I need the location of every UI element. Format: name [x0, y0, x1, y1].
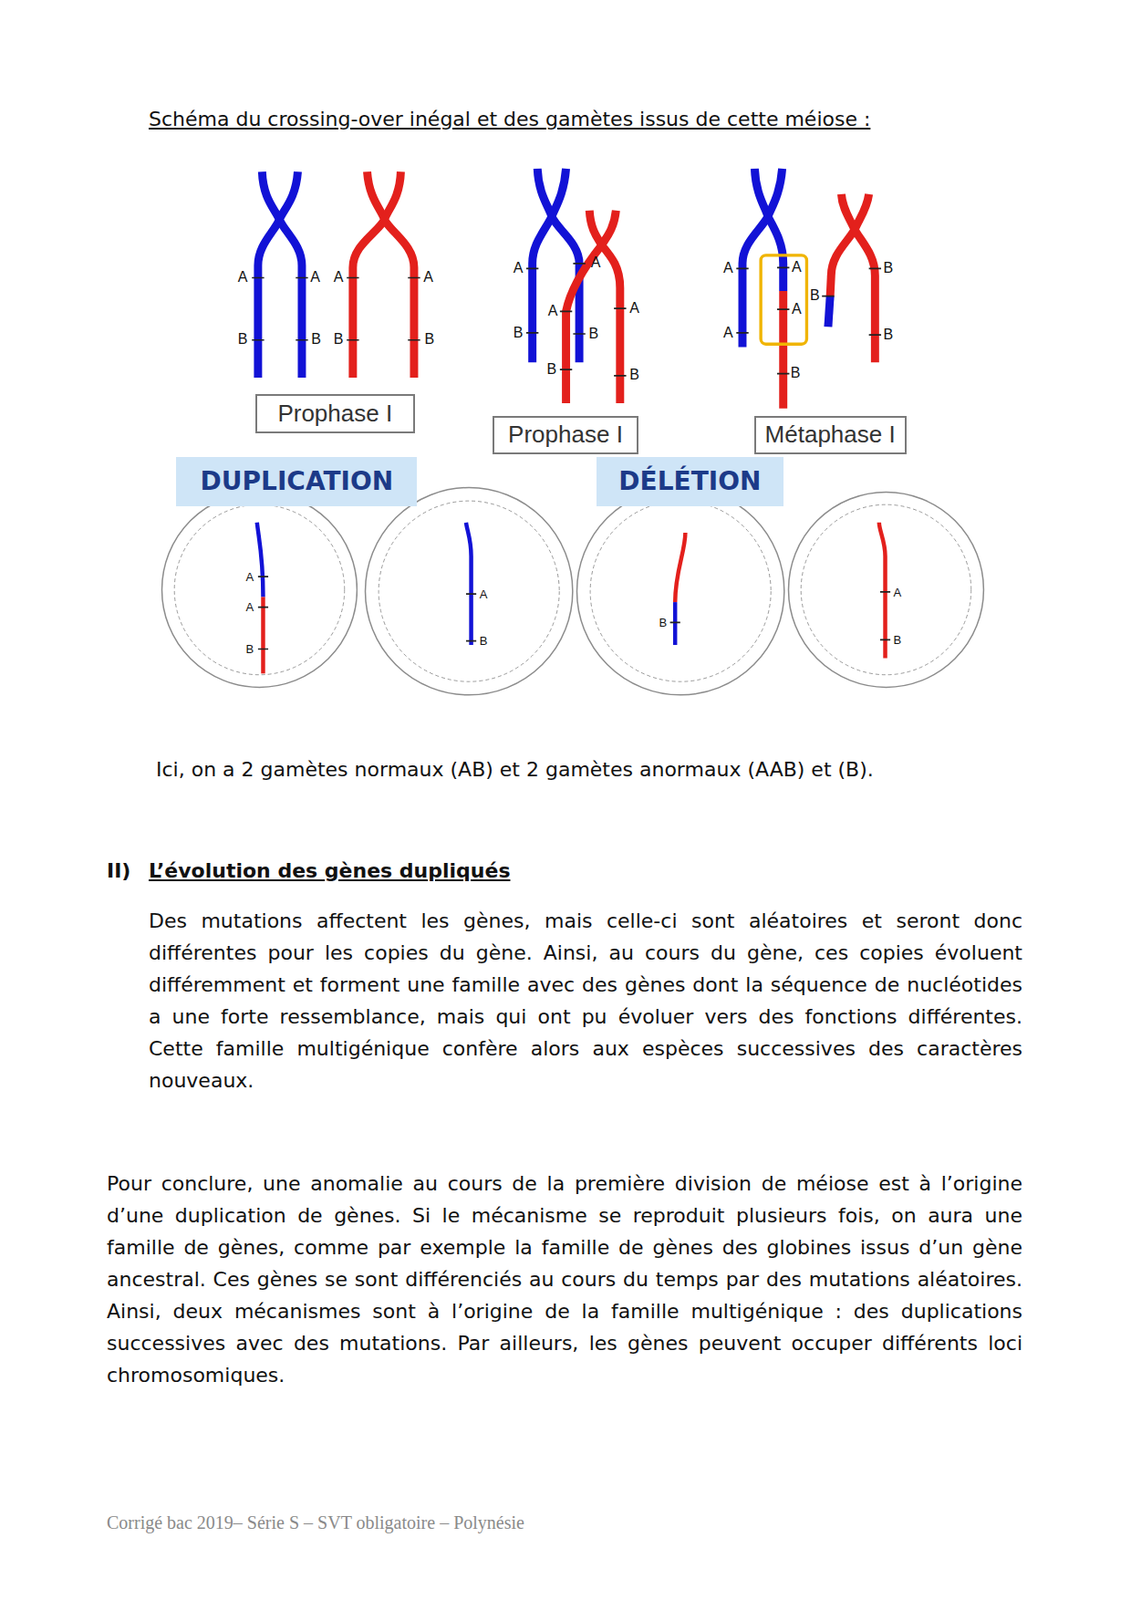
locus-label: B — [424, 331, 435, 348]
locus-label: B — [790, 364, 801, 382]
locus-label: B — [893, 632, 903, 647]
locus-label: B — [333, 331, 344, 348]
locus-label: B — [513, 324, 524, 342]
locus-label: A — [723, 324, 734, 342]
locus-label: A — [513, 259, 524, 277]
locus-label: B — [246, 642, 255, 656]
gamete-circle: B — [575, 486, 786, 696]
locus-label: B — [479, 633, 488, 648]
locus-label: A — [893, 584, 903, 599]
locus-label: B — [883, 326, 894, 343]
locus-label: B — [658, 615, 667, 630]
locus-label: A — [791, 259, 802, 276]
phase-box: Métaphase I — [754, 415, 907, 454]
gamete-outline — [160, 490, 359, 689]
event-band: DÉLÉTION — [596, 456, 784, 507]
gamete-circle: A A B — [160, 490, 359, 689]
gamete-note: Ici, on a 2 gamètes normaux (AB) et 2 ga… — [155, 753, 1096, 786]
gamete-circle: AB — [363, 486, 574, 696]
locus-label: B — [547, 361, 558, 378]
locus-label: A — [479, 586, 488, 601]
phase-name: Prophase I — [277, 399, 393, 428]
phase-name: Métaphase I — [765, 420, 896, 449]
locus-label: B — [588, 325, 599, 343]
band-title: DUPLICATION — [200, 466, 395, 497]
body-paragraph: Des mutations affectent les gènes, mais … — [148, 904, 1023, 1097]
gamete-outline — [787, 490, 986, 689]
figure-title: Schéma du crossing-over inégal et des ga… — [148, 107, 871, 131]
phase-name: Prophase I — [508, 420, 623, 449]
locus-label: A — [548, 302, 559, 320]
phase-box: Prophase I — [255, 394, 416, 435]
event-band: DUPLICATION — [176, 456, 417, 507]
locus-label: A — [246, 569, 255, 583]
locus-label: A — [791, 300, 802, 318]
locus-label: B — [238, 331, 249, 348]
gamete-outline — [363, 486, 574, 696]
locus-label: A — [246, 600, 255, 614]
locus-label: A — [629, 300, 640, 317]
band-title: DÉLÉTION — [618, 466, 761, 497]
page-footer: Corrigé bac 2019– Série S – SVT obligato… — [106, 1506, 525, 1539]
locus-label: B — [883, 259, 894, 277]
gamete-outline — [575, 486, 786, 696]
locus-label: A — [423, 269, 434, 286]
conclusion-paragraph: Pour conclure, une anomalie au cours de … — [106, 1167, 1023, 1391]
locus-label: A — [591, 254, 602, 271]
locus-label: B — [311, 331, 322, 348]
section-number: II) — [106, 854, 131, 887]
locus-label: A — [310, 269, 321, 286]
locus-label: B — [629, 366, 640, 384]
locus-label: A — [238, 269, 249, 286]
locus-label: B — [809, 287, 820, 304]
locus-label: A — [723, 259, 734, 277]
phase-box: Prophase I — [492, 415, 639, 454]
section-heading: L’évolution des gènes dupliqués — [148, 854, 510, 887]
gamete-circle: AB — [787, 490, 986, 689]
locus-label: A — [333, 269, 344, 286]
